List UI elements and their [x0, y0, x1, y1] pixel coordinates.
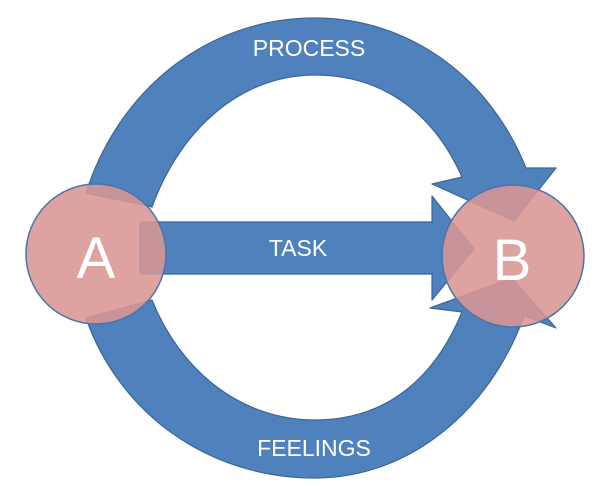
node-a-label: A — [77, 226, 116, 291]
process-label: PROCESS — [253, 35, 365, 61]
node-b-label: B — [493, 228, 532, 293]
node-a-circle — [25, 183, 167, 325]
task-label: TASK — [269, 235, 328, 261]
node-b-circle — [441, 184, 585, 328]
feelings-label: FEELINGS — [257, 435, 371, 461]
process-arrow — [85, 17, 557, 222]
